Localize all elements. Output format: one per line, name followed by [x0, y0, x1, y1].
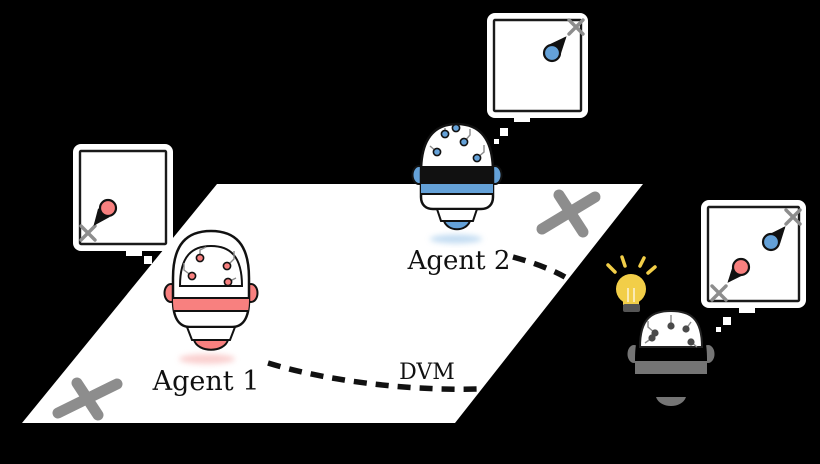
agent2-label: Agent 2 — [407, 246, 511, 276]
bubble-trail-dot — [500, 128, 508, 136]
agent2-visor — [421, 166, 493, 183]
x-target-icon — [784, 208, 802, 226]
dvm-band — [635, 361, 707, 374]
bubble-trail-dot — [723, 317, 731, 325]
agent2-circuit-nodes — [432, 123, 482, 163]
bubble-trail-dot — [716, 327, 721, 332]
lightbulb-icon — [606, 255, 657, 312]
agent1-circuit-nodes — [187, 253, 233, 287]
agent2-neck — [435, 208, 479, 222]
x-mark-top-right — [536, 189, 601, 238]
x-target-icon — [79, 224, 97, 242]
dvm-thought-bubble — [701, 200, 806, 332]
agent2-band — [421, 182, 493, 195]
agent1-robot — [163, 229, 259, 351]
x-target-icon — [710, 284, 728, 302]
ground-target-x-marks — [52, 189, 601, 421]
bubble-trail-dot — [155, 267, 160, 272]
agent1-glow — [179, 354, 235, 364]
bubble-trail-dot — [494, 139, 499, 144]
agent1-label: Agent 1 — [152, 366, 260, 397]
dvm-base — [656, 397, 686, 406]
agent1-neck — [185, 326, 237, 341]
goal-arrow — [769, 226, 786, 244]
red-dot-icon — [731, 257, 751, 277]
dvm-path-from-agent1 — [267, 360, 479, 392]
agent1-band — [173, 297, 249, 312]
x-mark-bottom-left — [52, 377, 123, 421]
dvm-circuit-nodes — [648, 322, 695, 346]
blue-dot-icon — [761, 232, 781, 252]
dvm-robot — [627, 309, 715, 406]
goal-arrow — [727, 265, 744, 283]
ground-plane — [22, 184, 643, 423]
x-target-icon — [567, 18, 585, 36]
agent1-thought-bubble — [73, 144, 173, 272]
goal-arrow — [93, 208, 110, 226]
dvm-path-from-agent2 — [512, 254, 567, 280]
bubble-trail-dot — [144, 256, 152, 264]
agent2-glow — [430, 234, 482, 244]
goal-arrow — [550, 36, 567, 54]
blue-dot-icon — [542, 43, 562, 63]
bubble-panel-frame — [706, 205, 801, 303]
red-dot-icon — [98, 198, 118, 218]
agent2-thought-bubble — [487, 13, 588, 144]
agent1-base — [192, 339, 230, 351]
dvm-label: DVM — [399, 360, 455, 385]
dashed-paths — [267, 254, 567, 392]
agent2-robot — [411, 122, 503, 231]
agent2-base — [442, 220, 472, 231]
